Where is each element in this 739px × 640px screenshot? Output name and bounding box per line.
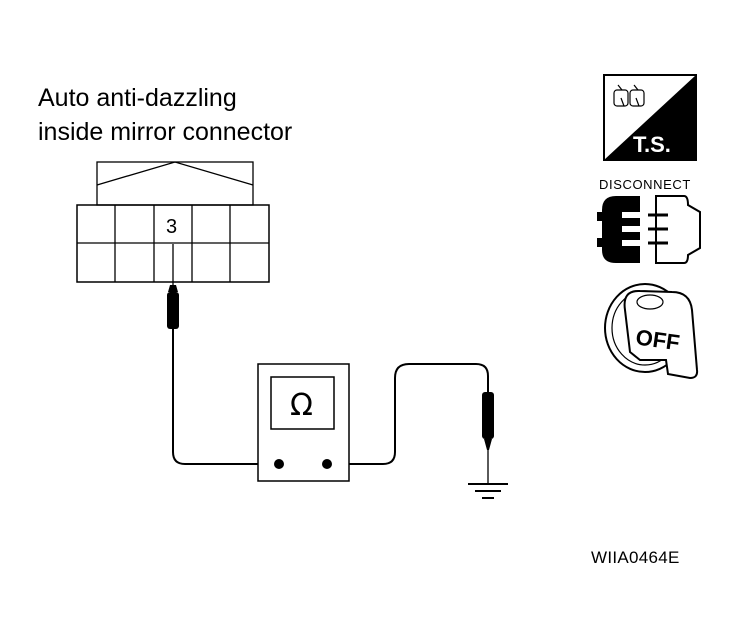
test-symbol-label: T.S. <box>633 132 671 157</box>
disconnect-icon <box>597 195 701 264</box>
connector-housing <box>76 161 270 283</box>
ground-symbol <box>468 483 508 499</box>
left-test-lead <box>172 338 279 465</box>
figure-code: WIIA0464E <box>591 548 680 567</box>
test-symbol-icon <box>603 74 697 161</box>
ohm-symbol: Ω <box>290 388 313 423</box>
positive-probe <box>167 244 179 338</box>
ground-probe <box>482 392 494 484</box>
right-test-lead <box>327 363 489 465</box>
pin-3-label: 3 <box>166 216 177 238</box>
disconnect-label: DISCONNECT <box>599 177 691 192</box>
ignition-off-icon <box>604 283 699 380</box>
connector-title-line-2: inside mirror connector <box>38 118 293 146</box>
connector-title-line-1: Auto anti-dazzling <box>38 84 237 112</box>
ignition-off-label: OFF <box>634 324 681 355</box>
ohmmeter <box>257 363 350 482</box>
